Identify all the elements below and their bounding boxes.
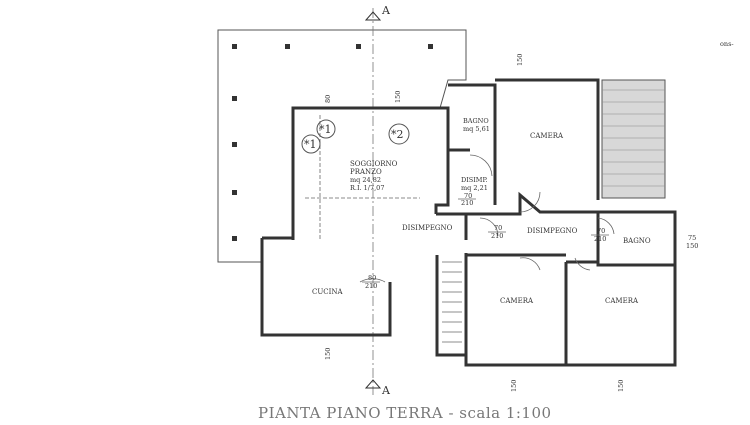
svg-text:150: 150 <box>324 348 332 360</box>
hatched-area <box>601 79 666 199</box>
plan-title: PIANTA PIANO TERRA - scala 1:100 <box>258 404 552 422</box>
svg-text:150: 150 <box>617 380 625 392</box>
room-label-camera-top: CAMERA <box>530 132 564 140</box>
marker-circle <box>388 123 410 145</box>
svg-text:210: 210 <box>461 199 473 207</box>
room-label-disimp-small: DISIMP. <box>461 176 488 184</box>
svg-text:70: 70 <box>597 227 605 235</box>
room-label-cucina: CUCINA <box>312 288 344 296</box>
marker-circle <box>316 119 336 139</box>
section-arrow-top <box>364 11 382 21</box>
walls <box>260 78 677 367</box>
marker-label: *2 <box>391 128 404 141</box>
svg-text:150: 150 <box>516 54 524 66</box>
door-swings <box>359 154 615 283</box>
section-arrow-bottom <box>364 379 382 389</box>
room-area-bagno-top: mq 5,61 <box>463 125 490 133</box>
marker-label: *1 <box>319 123 332 136</box>
room-label-disimpegno-main: DISIMPEGNO <box>402 224 453 232</box>
svg-text:80: 80 <box>368 274 376 282</box>
terrace-pillars <box>232 44 433 241</box>
room-area-disimp-small: mq 2,21 <box>461 184 488 192</box>
room-label-bagno-top: BAGNO <box>463 117 489 125</box>
svg-text:75: 75 <box>688 234 696 242</box>
room-label-camera-br: CAMERA <box>605 297 639 305</box>
room-ri-soggiorno: R.I. 1/7,07 <box>350 184 384 192</box>
section-marker-top: A <box>381 4 391 17</box>
terrace-outline <box>217 29 467 263</box>
svg-text:80: 80 <box>324 95 332 103</box>
room-label-pranzo: PRANZO <box>350 168 382 176</box>
room-label-bagno-right: BAGNO <box>623 237 651 245</box>
svg-text:210: 210 <box>491 232 503 240</box>
svg-text:70: 70 <box>494 224 502 232</box>
room-area-soggiorno: mq 24,82 <box>350 176 381 184</box>
corner-note: ons- <box>720 40 734 48</box>
stairs <box>442 261 462 343</box>
svg-text:210: 210 <box>365 282 377 290</box>
section-marker-bottom: A <box>381 384 391 397</box>
svg-text:210: 210 <box>594 235 606 243</box>
marker-label: *1 <box>304 138 317 151</box>
room-label-soggiorno: SOGGIORNO <box>350 160 398 168</box>
room-label-disimpegno-right: DISIMPEGNO <box>527 227 578 235</box>
svg-text:150: 150 <box>394 91 402 103</box>
hatch-pattern <box>602 89 665 187</box>
svg-text:150: 150 <box>510 380 518 392</box>
room-label-camera-bl: CAMERA <box>500 297 534 305</box>
svg-text:70: 70 <box>464 192 472 200</box>
marker-circle <box>301 134 321 154</box>
dimension-labels: 70 210 70 210 70 210 80 210 75 150 150 8… <box>324 54 698 392</box>
svg-text:150: 150 <box>686 242 698 250</box>
